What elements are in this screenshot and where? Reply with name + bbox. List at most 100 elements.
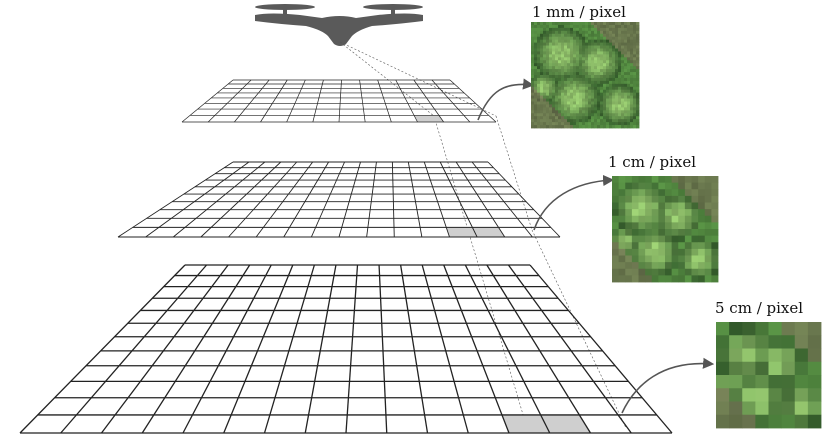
image-pixel (594, 101, 598, 105)
image-pixel (603, 86, 607, 91)
image-pixel (600, 116, 604, 120)
image-pixel (591, 92, 595, 97)
image-pixel (618, 101, 622, 105)
image-pixel (609, 60, 613, 64)
image-pixel (612, 255, 620, 263)
image-pixel (658, 235, 666, 243)
image-pixel (618, 107, 622, 111)
image-pixel (627, 75, 631, 79)
image-pixel (588, 42, 592, 46)
image-pixel (768, 375, 783, 389)
image-pixel (600, 33, 604, 38)
image-pixel (564, 113, 568, 117)
projection-lines (339, 41, 627, 429)
image-pixel (621, 27, 625, 32)
image-pixel (573, 122, 577, 126)
image-pixel (567, 125, 571, 129)
image-pixel (573, 95, 577, 99)
grid-column-line (423, 161, 450, 238)
image-pixel (704, 242, 712, 250)
image-pixel (558, 24, 562, 29)
image-pixel (564, 98, 568, 102)
image-pixel (534, 89, 538, 94)
image-pixel (615, 42, 619, 46)
image-pixel (537, 122, 541, 126)
image-pixel (543, 48, 547, 52)
image-pixel (603, 27, 607, 32)
image-pixel (618, 22, 622, 26)
image-pixel (704, 248, 712, 256)
image-pixel (603, 98, 607, 102)
image-pixel (543, 30, 547, 35)
image-pixel (624, 63, 628, 67)
image-pixel (704, 275, 712, 283)
image-pixel (597, 54, 601, 58)
image-pixel (600, 66, 604, 70)
image-pixel (555, 107, 559, 111)
image-pixel (621, 39, 625, 44)
image-pixel (671, 195, 679, 203)
image-pixel (573, 107, 577, 111)
image-pixel (671, 209, 679, 217)
image-pixel (549, 77, 553, 82)
image-pixel (591, 101, 595, 105)
image-pixel (625, 182, 633, 190)
image-pixel (540, 107, 544, 111)
grid-column-line (234, 79, 270, 123)
image-pixel (630, 45, 634, 49)
image-pixel (597, 69, 601, 73)
image-pixel (624, 107, 628, 111)
image-pixel (603, 63, 607, 67)
image-pixel (576, 104, 580, 108)
image-pixel (555, 116, 559, 120)
image-pixel (558, 69, 562, 73)
image-pixel (597, 122, 601, 126)
image-pixel (555, 83, 559, 88)
image-pixel (585, 72, 589, 76)
image-pixel (540, 69, 544, 73)
grid-column-line (366, 161, 377, 238)
image-pixel (698, 262, 706, 270)
image-pixel (600, 42, 604, 46)
image-pixel (711, 209, 719, 217)
image-pixel (558, 27, 562, 32)
image-pixel (615, 92, 619, 97)
image-pixel (645, 255, 653, 263)
image-pixel (585, 42, 589, 46)
image-pixel (585, 66, 589, 70)
image-pixel (630, 33, 634, 38)
image-pixel (537, 95, 541, 99)
image-pixel (665, 182, 673, 190)
image-pixel (618, 202, 626, 210)
image-pixel (552, 27, 556, 32)
image-pixel (624, 113, 628, 117)
image-pixel (633, 122, 637, 126)
image-pixel (531, 69, 535, 73)
image-pixel (567, 92, 571, 97)
image-pixel (591, 54, 595, 58)
image-pixel (591, 36, 595, 41)
image-pixel (630, 42, 634, 46)
image-pixel (534, 30, 538, 35)
image-pixel (671, 222, 679, 230)
image-pixel (597, 39, 601, 44)
image-pixel (612, 101, 616, 105)
image-pixel (627, 57, 631, 61)
image-pixel (630, 80, 634, 85)
image-pixel (612, 235, 620, 243)
resolution-label-1cm: 1 cm / pixel (608, 153, 696, 171)
image-pixel (665, 275, 673, 283)
image-pixel (588, 22, 592, 26)
image-pixel (633, 54, 637, 58)
image-pixel (636, 86, 640, 91)
image-pixel (546, 36, 550, 41)
image-pixel (588, 54, 592, 58)
image-pixel (618, 24, 622, 29)
image-pixel (552, 86, 556, 91)
image-pixel (609, 80, 613, 85)
image-pixel (609, 33, 613, 38)
image-pixel (531, 86, 535, 91)
image-pixel (567, 69, 571, 73)
image-pixel (615, 107, 619, 111)
image-pixel (564, 24, 568, 29)
